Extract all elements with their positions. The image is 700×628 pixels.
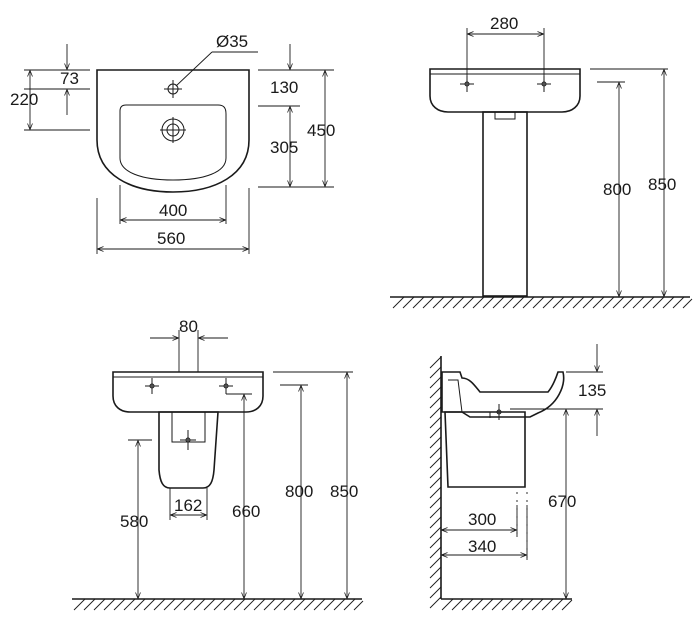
dim-label-560: 560 [157,229,185,248]
trap-symbol [180,430,196,450]
pedestal-front-view: 280 800 850 [390,14,693,309]
dim-label-305: 305 [270,138,298,157]
floor-hatch-pedestal [392,296,693,309]
basin-front-outline [429,68,581,113]
dim-label-220: 220 [10,90,38,109]
tap-hole [164,80,182,98]
basin-front-outline-2 [112,371,264,413]
floor-hatch-semi [73,598,364,611]
pedestal-column [482,111,528,297]
tap-hole-left [460,76,474,92]
dim-label-135: 135 [578,381,606,400]
dim-label-670: 670 [548,492,576,511]
basin-outline-plan [96,69,250,193]
dim-label-tap-hole: Ø35 [216,32,248,51]
dim-label-300: 300 [468,510,496,529]
dim-label-400: 400 [159,201,187,220]
dim-label-800-b: 800 [285,482,313,501]
drain-outlet [160,117,186,143]
dim-label-340: 340 [468,537,496,556]
dim-label-580: 580 [120,512,148,531]
dim-label-800: 800 [603,180,631,199]
floor-hatch-side [441,598,573,611]
dim-label-850: 850 [648,175,676,194]
dim-label-130: 130 [270,78,298,97]
dim-label-850-b: 850 [330,482,358,501]
trap-symbol-side [492,404,506,420]
bowl-outline-plan [119,104,227,181]
semi-pedestal-side [444,411,526,488]
top-view: Ø35 73 220 130 305 450 400 560 [10,32,335,254]
semi-pedestal-front-view: 80 162 580 660 800 850 [72,317,364,611]
tap-hole-left-2 [145,378,159,394]
wall-hatch [429,356,442,609]
tap-hole-right [537,76,551,92]
dim-label-660: 660 [232,502,260,521]
dim-label-80: 80 [179,317,198,336]
basin-side-profile [441,371,565,418]
dim-label-73: 73 [60,69,79,88]
tap-hole-right-2 [219,378,233,394]
side-view: 135 670 300 340 [429,344,606,611]
dim-label-280: 280 [490,14,518,33]
semi-pedestal-body [158,411,219,489]
dim-label-450: 450 [307,121,335,140]
dim-label-162: 162 [174,496,202,515]
